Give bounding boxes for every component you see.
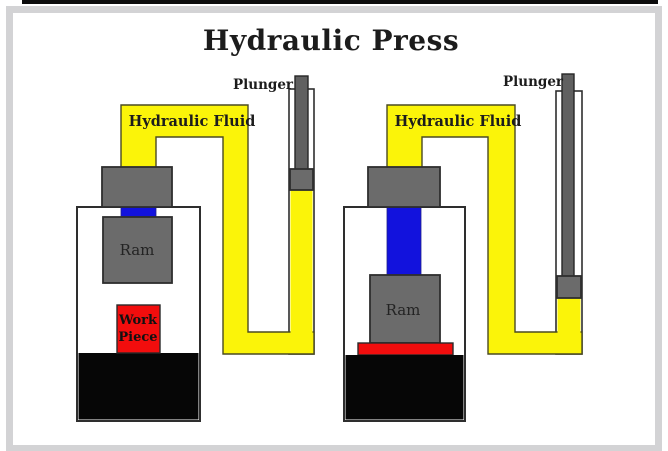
right-ram-block bbox=[369, 274, 441, 344]
top-edge-line bbox=[22, 0, 658, 4]
left-workpiece bbox=[116, 304, 161, 354]
right-hydraulic-pipe bbox=[386, 104, 583, 355]
right-cylinder-cap bbox=[367, 166, 441, 208]
left-hydraulic-fluid-label: Hydraulic Fluid bbox=[129, 113, 256, 130]
right-plunger-label: Plunger bbox=[503, 74, 564, 90]
left-plunger-fluid bbox=[290, 190, 313, 353]
right-ram-label: Ram bbox=[386, 301, 421, 319]
diagram-title: Hydraulic Press bbox=[203, 24, 459, 57]
left-hydraulic-pipe bbox=[120, 104, 315, 355]
right-base-block bbox=[345, 355, 464, 420]
right-press: Hydraulic Fluid Plunger Ram bbox=[343, 73, 583, 422]
outer-frame-border bbox=[6, 6, 662, 451]
left-workpiece-label-line1: Work bbox=[118, 313, 158, 328]
left-plunger-label: Plunger bbox=[233, 77, 294, 93]
right-plunger-piston bbox=[556, 275, 582, 299]
left-workpiece-label-line2: Piece bbox=[118, 330, 157, 345]
right-plunger-rod bbox=[561, 73, 575, 285]
left-ram-block bbox=[102, 216, 173, 284]
right-hydraulic-fluid-label: Hydraulic Fluid bbox=[395, 113, 522, 130]
right-workpiece-flattened bbox=[357, 342, 454, 356]
left-plunger-piston bbox=[289, 168, 314, 191]
right-blue-fluid bbox=[386, 205, 422, 277]
left-ram-label: Ram bbox=[120, 241, 155, 259]
right-plunger-fluid bbox=[557, 298, 581, 353]
left-plunger-rod bbox=[294, 75, 309, 177]
left-press: Hydraulic Fluid Plunger Ram Work Piece bbox=[76, 75, 315, 422]
left-base-block bbox=[78, 353, 199, 420]
left-cylinder-cap bbox=[101, 166, 173, 208]
